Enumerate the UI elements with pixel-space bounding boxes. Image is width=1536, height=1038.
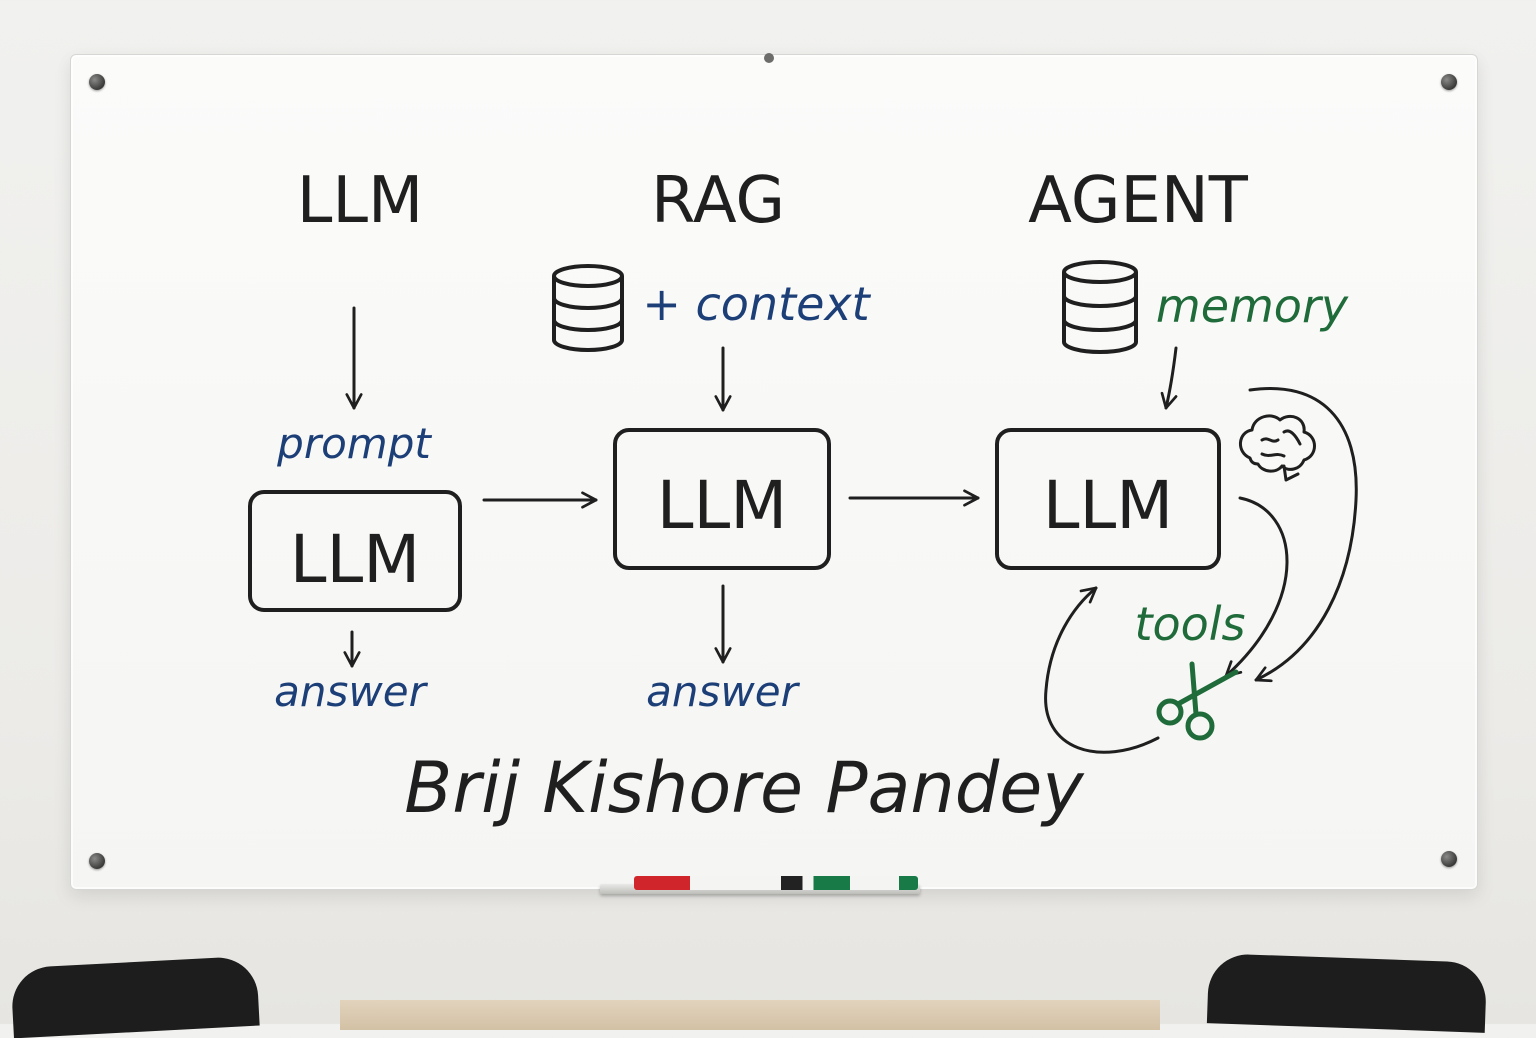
box-llm-label: LLM [290,521,421,598]
box-agent-llm-label: LLM [1043,467,1174,544]
arrow-memory-down [1160,346,1178,410]
loop-arrow-outer [1248,387,1358,683]
scissors-icon [1156,661,1239,741]
heading-rag: RAG [651,164,785,238]
box-rag-llm-label: LLM [657,467,788,544]
database-icon [552,264,624,352]
brain-icon [1239,414,1316,482]
box-agent-llm [995,428,1221,570]
label-context: + context [642,277,871,331]
standoff-top-right [1441,74,1457,90]
marker-red[interactable] [634,876,794,890]
loop-arrow-inner [1224,496,1289,678]
label-tools: tools [1134,597,1245,651]
label-answer-rag: answer [646,667,800,716]
heading-agent: AGENT [1028,164,1249,238]
label-memory: memory [1156,279,1349,333]
box-llm [248,490,462,612]
standoff-top-left [89,74,105,90]
whiteboard [70,54,1478,890]
label-prompt: prompt [276,419,432,468]
top-clip [764,53,774,63]
box-rag-llm [613,428,831,570]
marker-green[interactable] [782,876,918,890]
standoff-bottom-left [89,853,105,869]
label-answer-llm: answer [274,667,428,716]
database-icon [1062,260,1138,354]
signature: Brij Kishore Pandey [404,747,1085,829]
loop-arrow-return [1044,586,1160,754]
heading-llm: LLM [297,164,424,238]
standoff-bottom-right [1441,851,1457,867]
